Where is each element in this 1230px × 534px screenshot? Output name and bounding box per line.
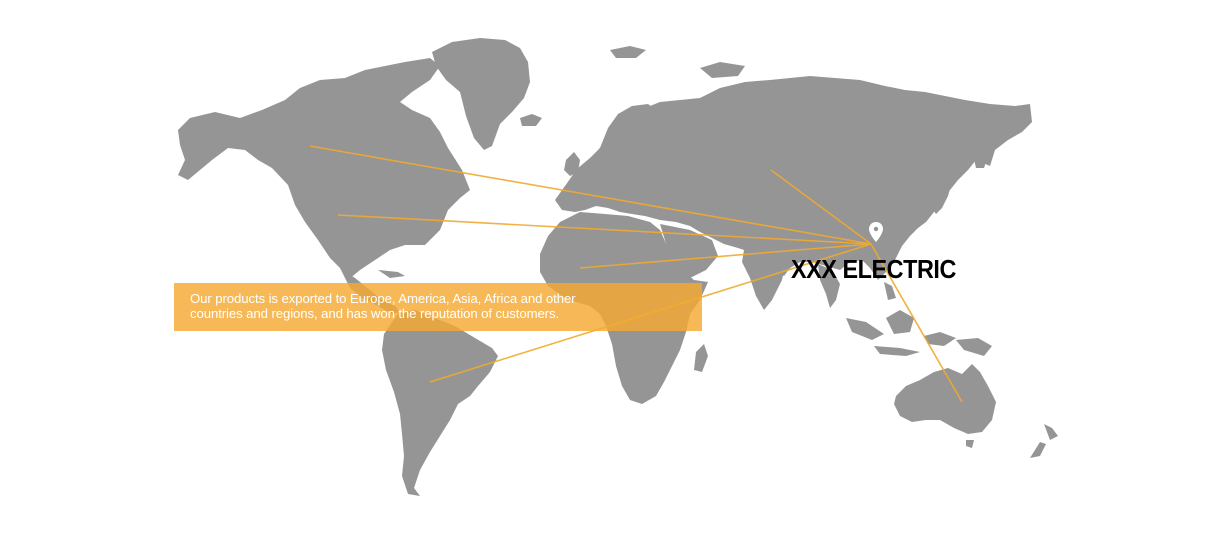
location-pin-icon (869, 222, 883, 242)
continent-greenland (432, 38, 530, 150)
continent-south-america (382, 310, 498, 496)
continent-north-america (178, 58, 470, 314)
banner-text-line-1: Our products is exported to Europe, Amer… (190, 291, 576, 306)
route-australia (870, 243, 963, 403)
route-asia (770, 169, 872, 245)
route-africa (579, 243, 872, 269)
island-iceland (520, 114, 542, 126)
banner-text-line-2: countries and regions, and has won the r… (190, 306, 560, 321)
continent-australia (894, 364, 996, 448)
route-usa (337, 214, 872, 245)
region-southeast-asia-islands (846, 282, 992, 356)
route-canada (309, 145, 872, 245)
brand-label: XXX ELECTRIC (791, 254, 956, 284)
export-info-banner: Our products is exported to Europe, Amer… (174, 283, 702, 331)
island-new-zealand (1030, 424, 1058, 458)
continent-eurasia (555, 46, 1032, 310)
